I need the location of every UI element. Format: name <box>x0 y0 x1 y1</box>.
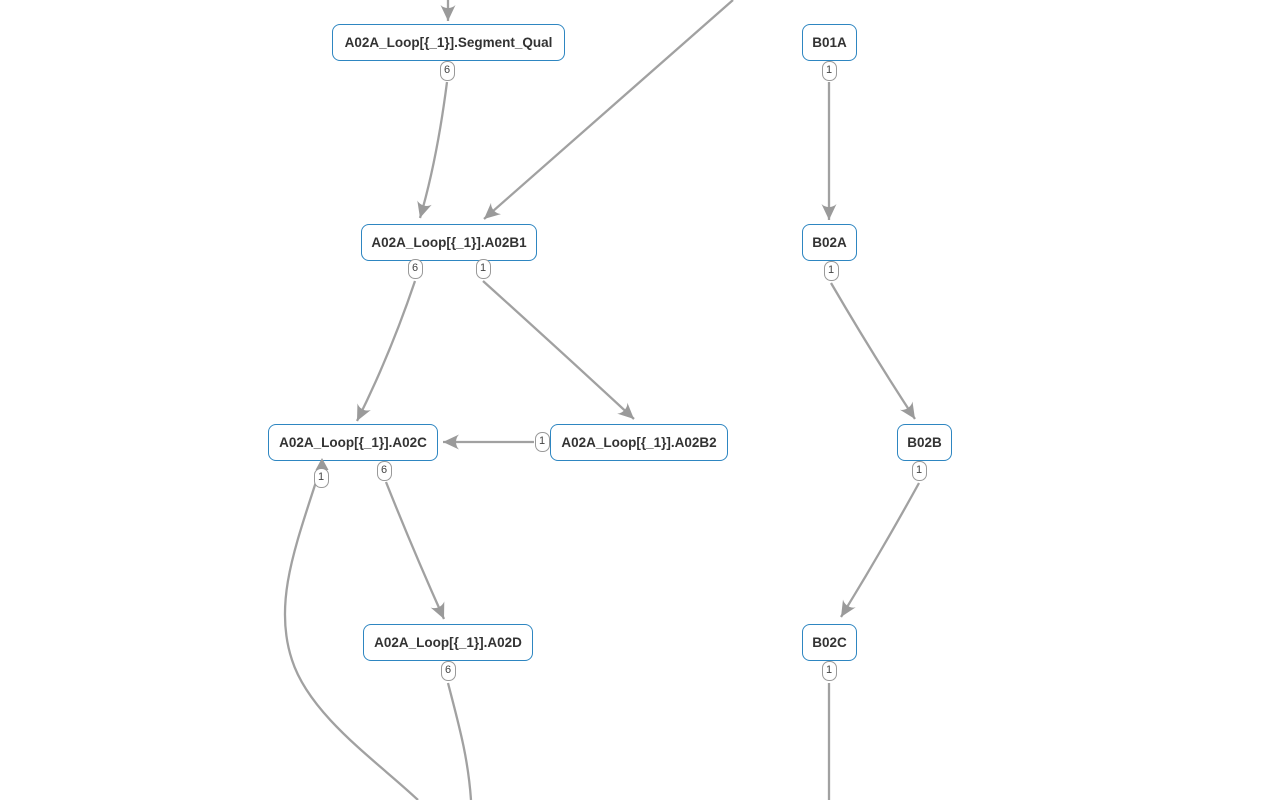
edge-topright-to-a02b1 <box>483 0 734 220</box>
arrowhead-into-a02c-bottom <box>315 458 329 470</box>
edge-b02a-to-b02b <box>830 282 916 420</box>
badge-b02c-1: 1 <box>821 661 837 681</box>
badge-segment-qual-6: 6 <box>439 61 455 81</box>
node-a02b2[interactable]: A02A_Loop[{_1}].A02B2 <box>550 424 728 461</box>
node-b02c[interactable]: B02C <box>802 624 857 661</box>
edge-a02b1-to-a02c <box>355 280 417 422</box>
node-b02b[interactable]: B02B <box>897 424 952 461</box>
node-label: B02B <box>907 435 942 450</box>
badge-a02b2-1: 1 <box>534 432 550 452</box>
edge-a02b1-to-a02b2 <box>482 280 635 420</box>
badge-b02a-1: 1 <box>823 261 839 281</box>
node-b02a[interactable]: B02A <box>802 224 857 261</box>
node-a02d[interactable]: A02A_Loop[{_1}].A02D <box>363 624 533 661</box>
badge-a02c-6: 6 <box>376 461 392 481</box>
edge-segment-qual-to-a02b1 <box>417 81 449 219</box>
edge-a02c-to-offscreen-bottom <box>283 462 419 800</box>
edge-a02d-to-offscreen-bottom <box>446 682 473 800</box>
node-label: B01A <box>812 35 847 50</box>
node-label: B02A <box>812 235 847 250</box>
badge-b02b-1: 1 <box>911 461 927 481</box>
badge-a02d-6: 6 <box>440 661 456 681</box>
node-label: A02A_Loop[{_1}].A02B1 <box>371 235 527 250</box>
node-label: A02A_Loop[{_1}].A02B2 <box>561 435 717 450</box>
node-a02b1[interactable]: A02A_Loop[{_1}].A02B1 <box>361 224 537 261</box>
edge-b02b-to-b02c <box>840 482 921 618</box>
node-label: A02A_Loop[{_1}].A02C <box>279 435 427 450</box>
node-b01a[interactable]: B01A <box>802 24 857 61</box>
badge-a02b1-6: 6 <box>407 259 423 279</box>
node-label: A02A_Loop[{_1}].A02D <box>374 635 522 650</box>
node-a02c[interactable]: A02A_Loop[{_1}].A02C <box>268 424 438 461</box>
node-label: B02C <box>812 635 847 650</box>
badge-b01a-1: 1 <box>821 61 837 81</box>
node-label: A02A_Loop[{_1}].Segment_Qual <box>344 35 553 50</box>
node-segment-qual[interactable]: A02A_Loop[{_1}].Segment_Qual <box>332 24 565 61</box>
badge-a02b1-1: 1 <box>475 259 491 279</box>
edge-a02c-to-a02d <box>384 481 446 620</box>
badge-a02c-1: 1 <box>313 468 329 488</box>
